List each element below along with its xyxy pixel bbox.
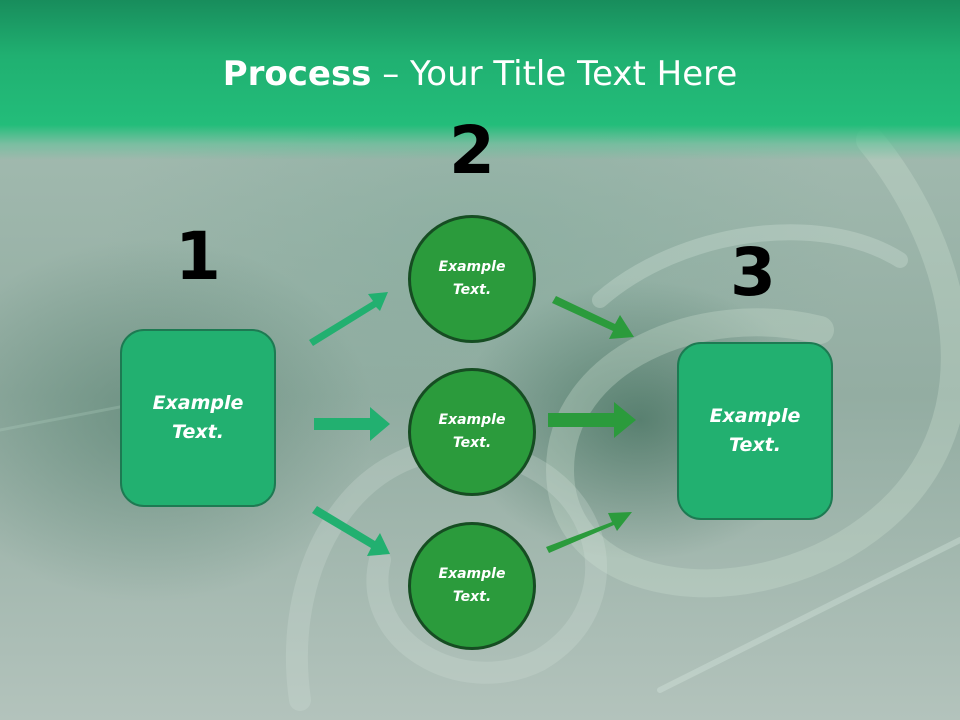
step-1-box: Example Text.: [120, 329, 276, 507]
step-1-text: Example Text.: [152, 392, 244, 443]
arrow-to-bottom-circle: [312, 506, 390, 556]
step-2-circle-top: Example Text.: [408, 215, 536, 343]
step-3-box: Example Text.: [677, 342, 833, 520]
arrow-from-bottom-circle: [546, 512, 632, 553]
title-bold: Process: [222, 54, 372, 94]
arrow-from-top-circle: [552, 296, 634, 339]
background-streak: [657, 537, 960, 693]
step-3-text: Example Text.: [709, 405, 801, 456]
step-2-number: 2: [449, 112, 495, 189]
arrow-to-middle-circle: [314, 407, 390, 441]
background-coil: [592, 224, 908, 308]
step-2-circle-bottom: Example Text.: [408, 522, 536, 650]
circle-top-text: Example Text.: [438, 259, 506, 298]
circle-middle-text: Example Text.: [438, 412, 506, 451]
title-rest: – Your Title Text Here: [371, 54, 738, 94]
background-coil: [285, 438, 607, 711]
step-1-number: 1: [175, 218, 221, 295]
circle-bottom-text: Example Text.: [438, 566, 506, 605]
arrow-to-top-circle: [309, 292, 388, 346]
arrow-from-middle-circle: [548, 402, 636, 438]
slide-title: Process – Your Title Text Here: [0, 52, 960, 96]
header-band: [0, 0, 960, 160]
background-coil: [545, 126, 960, 598]
step-3-number: 3: [730, 234, 776, 311]
step-2-circle-middle: Example Text.: [408, 368, 536, 496]
